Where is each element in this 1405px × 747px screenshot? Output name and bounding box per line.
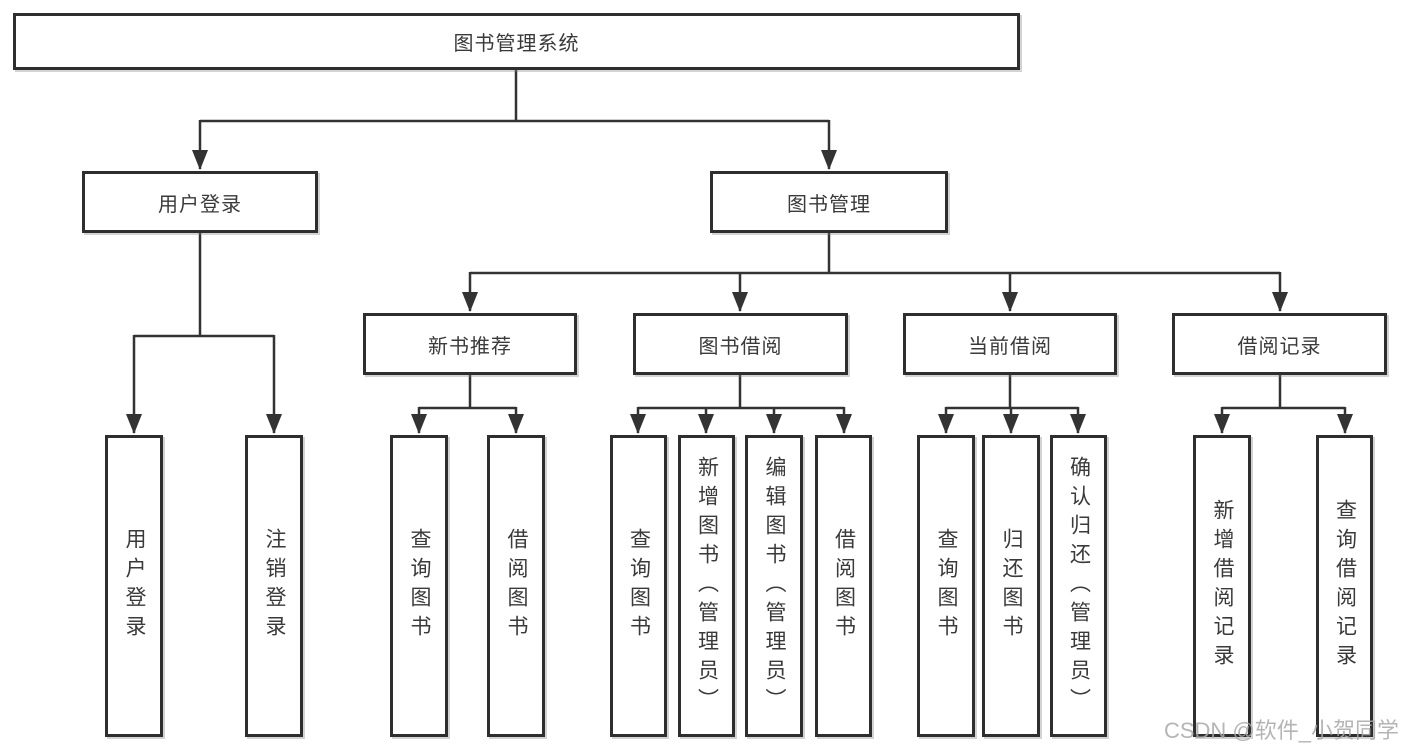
- node-book-borrow: 图书借阅: [633, 313, 848, 375]
- node-new-book-recommend: 新书推荐: [363, 313, 577, 375]
- node-leaf-current-query-book: 查询图书: [917, 435, 975, 737]
- node-current-borrow: 当前借阅: [903, 313, 1117, 375]
- node-borrow-records: 借阅记录: [1172, 313, 1387, 375]
- node-root: 图书管理系统: [13, 13, 1020, 70]
- node-leaf-borrow-query-book: 查询图书: [610, 435, 667, 737]
- node-leaf-current-confirm-return-admin: 确认归还（管理员）: [1050, 435, 1107, 737]
- node-leaf-recommend-query-book: 查询图书: [390, 435, 448, 737]
- csdn-watermark: CSDN @软件_小贺同学: [1163, 718, 1399, 743]
- node-leaf-borrow-add-book-admin: 新增图书（管理员）: [678, 435, 735, 737]
- node-leaf-records-query-record: 查询借阅记录: [1316, 435, 1373, 737]
- node-leaf-recommend-borrow-book: 借阅图书: [487, 435, 545, 737]
- node-leaf-borrow-borrow-book: 借阅图书: [815, 435, 872, 737]
- node-leaf-current-return-book: 归还图书: [982, 435, 1040, 737]
- node-leaf-user-login: 用户登录: [105, 435, 163, 737]
- node-user-login: 用户登录: [82, 171, 318, 233]
- node-leaf-borrow-edit-book-admin: 编辑图书（管理员）: [745, 435, 803, 737]
- node-book-management: 图书管理: [710, 171, 948, 233]
- node-leaf-logout: 注销登录: [245, 435, 303, 737]
- node-leaf-records-add-record: 新增借阅记录: [1193, 435, 1251, 737]
